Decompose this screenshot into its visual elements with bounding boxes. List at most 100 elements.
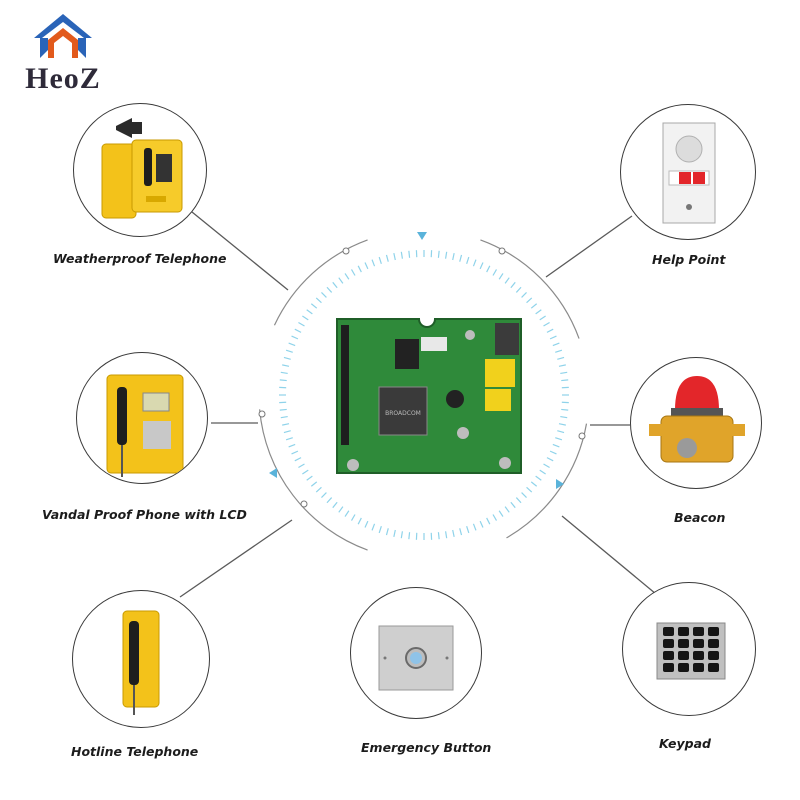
ring-tick (444, 531, 448, 539)
ring-tick (558, 364, 566, 367)
ring-tick (310, 481, 318, 487)
ring-tick (280, 415, 288, 419)
keypad-key (708, 639, 719, 648)
ring-tick (492, 514, 498, 521)
connector-dot (342, 247, 350, 255)
ring-arc-bottom (259, 409, 368, 551)
ring-tick (510, 281, 516, 289)
ring-tick (530, 481, 538, 487)
keypad-key (693, 639, 704, 648)
ring-tick (437, 532, 440, 540)
ring-tick (552, 342, 560, 347)
ring-tick (385, 254, 389, 262)
ring-tick (400, 251, 404, 259)
connector-dot (578, 432, 586, 440)
ring-tick (350, 269, 356, 276)
ring-tick (546, 328, 554, 333)
ring-tick (291, 450, 299, 455)
device-keypad-label: Keypad (659, 736, 711, 751)
ring-tick (535, 475, 542, 481)
ring-tick (558, 423, 566, 426)
ring-tick (364, 262, 369, 270)
ring-tick (479, 520, 484, 528)
ring-tick (452, 253, 455, 261)
ring-tick (526, 297, 533, 304)
ring-tick (385, 528, 389, 536)
ring-tick (326, 286, 333, 293)
circuit-board-image: BROADCOM (336, 318, 522, 474)
device-helppoint-label: Help Point (652, 252, 726, 267)
ring-tick (535, 309, 542, 315)
ring-tick (515, 497, 522, 504)
ring-tick (285, 349, 293, 353)
ring-tick (546, 457, 554, 462)
ring-tick (332, 281, 338, 289)
ring-tick (378, 256, 382, 264)
keypad-key (693, 651, 704, 660)
ring-tick (486, 517, 491, 525)
ring-tick (539, 315, 546, 321)
ring-tick (557, 356, 565, 360)
ring-tick (400, 531, 404, 539)
keypad-key (663, 627, 674, 636)
ring-tick (364, 520, 369, 528)
ring-tick (459, 528, 463, 536)
ring-tick (338, 506, 344, 513)
ring-tick (530, 303, 538, 309)
ring-tick (515, 286, 522, 293)
keypad-key (708, 663, 719, 672)
ring-tick (344, 273, 350, 280)
ring-tick (444, 251, 448, 259)
ring-tick (555, 349, 563, 353)
device-hotline-label: Hotline Telephone (71, 744, 199, 759)
ring-tick (298, 321, 305, 327)
ring-tick (298, 463, 305, 469)
ring-tick (371, 523, 376, 531)
ring-arc-right (506, 423, 588, 539)
ring-tick (437, 250, 440, 258)
ring-tick (371, 259, 376, 267)
weatherproof-telephone-icon (101, 118, 183, 219)
keypad-key (708, 627, 719, 636)
ring-tick (302, 469, 309, 475)
ring-tick (283, 430, 291, 434)
keypad-key (708, 651, 719, 660)
ring-tick (543, 463, 550, 469)
connector-line (545, 215, 633, 278)
ring-tick (310, 303, 318, 309)
device-emergency-label: Emergency Button (361, 740, 492, 755)
ring-tick (555, 437, 563, 441)
ring-tick (521, 492, 527, 498)
connector-dot (498, 247, 506, 255)
ring-tick (498, 510, 504, 517)
device-vandal (76, 352, 208, 484)
ring-tick (466, 526, 470, 534)
ring-tick (279, 379, 287, 382)
keypad-key (678, 639, 689, 648)
ring-tick (282, 364, 290, 367)
beacon-icon (649, 376, 745, 463)
ring-tick (279, 408, 287, 411)
ring-tick (338, 277, 344, 284)
ring-tick (378, 526, 382, 534)
ring-tick (549, 450, 557, 455)
ring-tick (291, 335, 299, 340)
device-vandal-label: Vandal Proof Phone with LCD (42, 507, 247, 522)
ring-tick (472, 523, 477, 531)
ring-tick (294, 457, 302, 462)
ring-tick (280, 371, 288, 375)
hotline-telephone-icon (122, 610, 160, 715)
ring-tick (521, 292, 527, 298)
keypad-key (663, 651, 674, 660)
device-keypad (622, 582, 756, 716)
ring-tick (561, 379, 569, 382)
ring-tick (326, 497, 333, 504)
ring-tick (504, 277, 510, 284)
device-hotline (72, 590, 210, 728)
ring-tick (294, 328, 302, 333)
ring-tick (302, 315, 309, 321)
keypad-key (693, 663, 704, 672)
brand-name: HeoZ (25, 62, 101, 95)
connector-dot (258, 410, 266, 418)
ring-tick (549, 335, 557, 340)
